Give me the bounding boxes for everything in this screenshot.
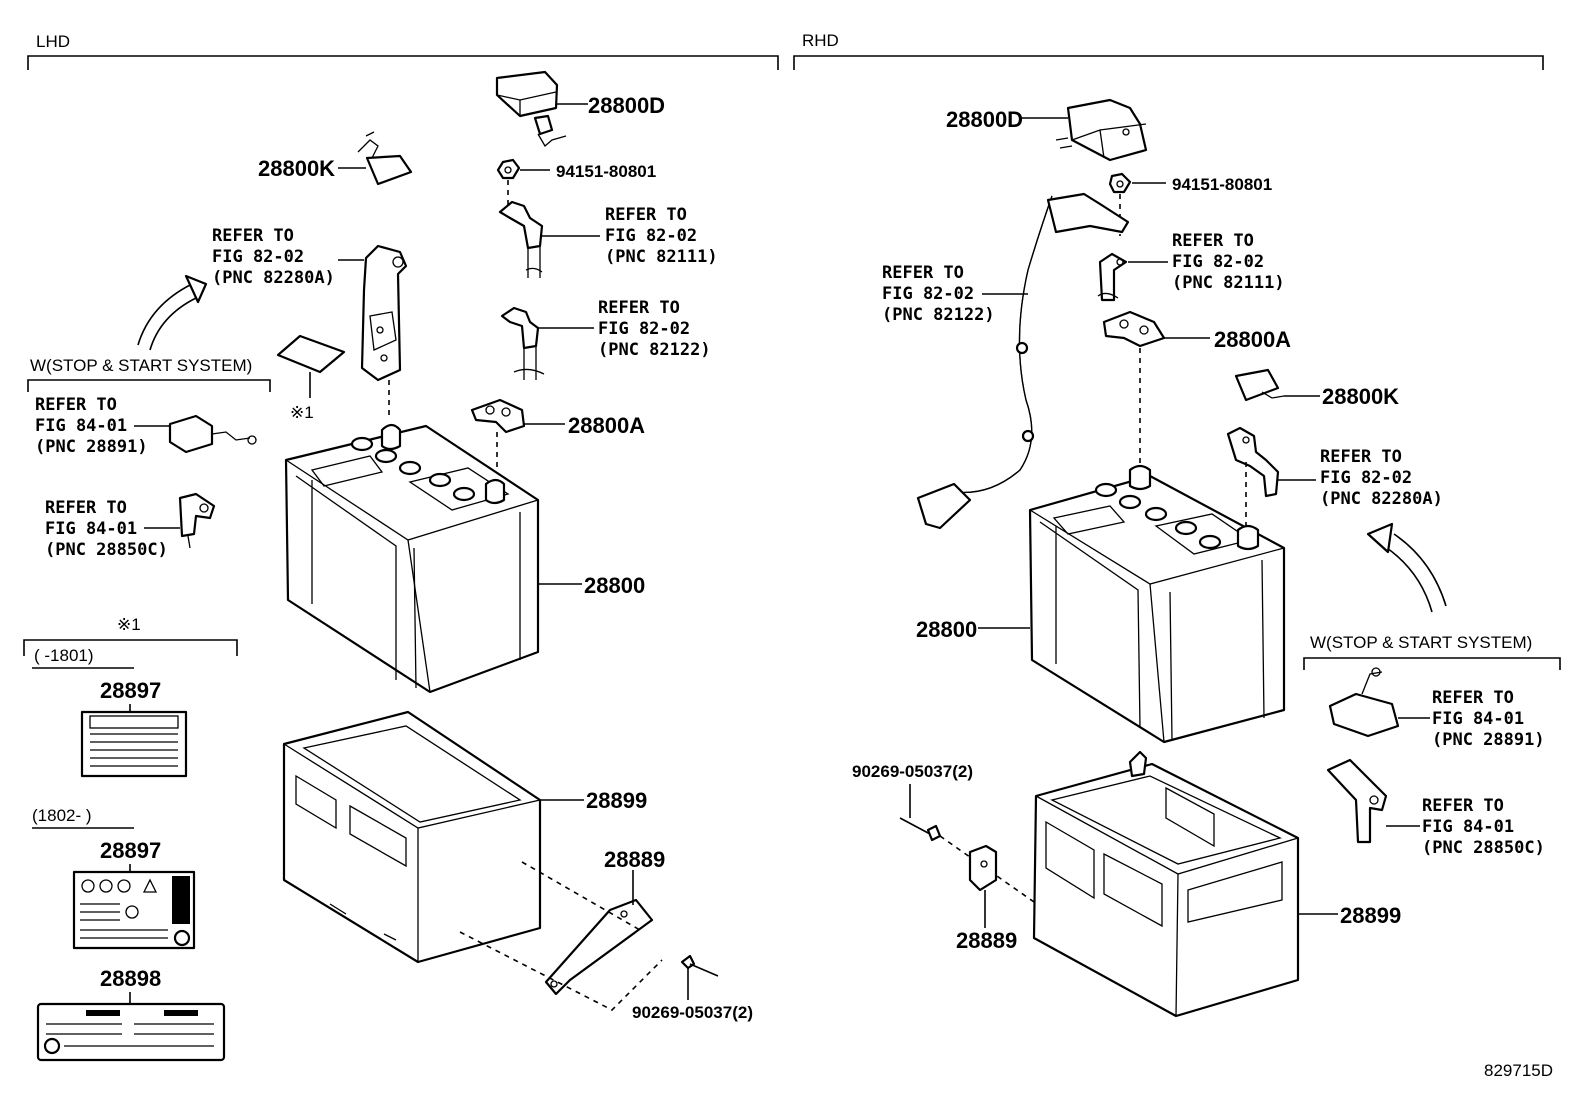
lhd-ref-82122: REFER TO FIG 82-02 (PNC 82122) — [598, 298, 711, 360]
lhd-bolt[interactable] — [680, 954, 719, 977]
rhd-cable-82122[interactable] — [916, 192, 1130, 530]
rhd-ref-82111: REFER TO FIG 82-02 (PNC 82111) — [1172, 231, 1285, 293]
rhd-stopstart-label: W(STOP & START SYSTEM) — [1310, 633, 1532, 652]
lhd-clamp-28800A[interactable] — [470, 398, 526, 434]
lhd-sensor-28850C[interactable] — [178, 492, 216, 549]
rhd-label-28899: 28899 — [1340, 903, 1401, 928]
rhd-terminal-82111[interactable] — [1097, 252, 1128, 302]
lhd-label-28800K: 28800K — [258, 156, 335, 181]
rhd-bolt[interactable] — [899, 817, 942, 842]
rhd-nut[interactable] — [1108, 172, 1132, 194]
lhd-label-28889: 28889 — [604, 847, 665, 872]
lhd-stopstart-bracket: W(STOP & START SYSTEM) — [27, 356, 271, 392]
rhd-sensor-28800K[interactable] — [1234, 368, 1285, 402]
lhd-sensor-28891[interactable] — [168, 414, 257, 454]
rhd-label-28889: 28889 — [956, 928, 1017, 953]
rhd-clamp-28800A[interactable] — [1102, 310, 1166, 348]
lhd-ref-82111: REFER TO FIG 82-02 (PNC 82111) — [605, 205, 718, 267]
rhd-label-28800D: 28800D — [946, 107, 1023, 132]
lhd-ref-82280A: REFER TO FIG 82-02 (PNC 82280A) — [212, 226, 335, 288]
lhd-label-28800D: 28800D — [588, 93, 665, 118]
lhd-terminal-82122[interactable] — [500, 306, 545, 380]
lhd-harness-82280A[interactable] — [360, 244, 408, 382]
lhd-label-28800: 28800 — [584, 573, 645, 598]
rhd-label-bolt: 90269-05037(2) — [852, 762, 973, 781]
rhd-battery-28800[interactable] — [1028, 464, 1286, 744]
lhd-cover-28800D[interactable] — [495, 70, 567, 148]
lhd-label-nut: 94151-80801 — [556, 162, 656, 181]
lhd-title: LHD — [36, 32, 70, 51]
rhd-cover-28800D[interactable] — [1055, 98, 1148, 162]
labels-note-mark: ※1 — [117, 615, 141, 634]
lhd-terminal-82111[interactable] — [498, 200, 544, 278]
period-until-1801: ( -1801) — [34, 646, 94, 665]
rhd-section-header: RHD — [793, 31, 1544, 70]
rhd-title: RHD — [802, 31, 839, 50]
lhd-ref-28850C: REFER TO FIG 84-01 (PNC 28850C) — [45, 498, 168, 560]
label-28898: 28898 — [100, 966, 161, 991]
battery-info-label[interactable] — [36, 1002, 226, 1062]
rhd-curved-arrow — [1366, 522, 1447, 613]
lhd-nut[interactable] — [496, 158, 521, 180]
rhd-label-28800: 28800 — [916, 617, 977, 642]
lhd-label-bolt: 90269-05037(2) — [632, 1003, 753, 1022]
lhd-label-28800A: 28800A — [568, 413, 645, 438]
rhd-stopstart-bracket: W(STOP & START SYSTEM) — [1303, 633, 1561, 670]
rhd-ref-28850C: REFER TO FIG 84-01 (PNC 28850C) — [1422, 796, 1545, 858]
rhd-ref-82122: REFER TO FIG 82-02 (PNC 82122) — [882, 263, 995, 325]
rhd-ref-82280A: REFER TO FIG 82-02 (PNC 82280A) — [1320, 447, 1443, 509]
rhd-bracket-28889[interactable] — [968, 844, 998, 892]
lhd-note-mark: ※1 — [290, 403, 314, 422]
lhd-stopstart-label: W(STOP & START SYSTEM) — [30, 356, 252, 375]
period-from-1802: (1802- ) — [32, 806, 92, 825]
lhd-label-sheet[interactable] — [276, 334, 346, 374]
lhd-tray-28899[interactable] — [282, 710, 542, 964]
labels-box: ※1 ( -1801) 28897 (1802- ) 28897 28898 — [23, 615, 238, 1062]
lhd-battery-28800[interactable] — [284, 423, 540, 694]
lhd-label-28899: 28899 — [586, 788, 647, 813]
lhd-curved-arrow — [137, 274, 208, 351]
rhd-ref-28891: REFER TO FIG 84-01 (PNC 28891) — [1432, 688, 1545, 750]
lhd-sensor-28800K[interactable] — [357, 131, 413, 186]
rhd-label-nut: 94151-80801 — [1172, 175, 1272, 194]
label-28897-a: 28897 — [100, 678, 161, 703]
lhd-bracket-28889[interactable] — [544, 898, 654, 996]
rhd-sensor-28850C[interactable] — [1326, 758, 1388, 844]
rhd-label-28800K: 28800K — [1322, 384, 1399, 409]
rhd-sensor-28891[interactable] — [1328, 667, 1400, 738]
rhd-label-28800A: 28800A — [1214, 327, 1291, 352]
label-28897-b: 28897 — [100, 838, 161, 863]
lhd-ref-28891: REFER TO FIG 84-01 (PNC 28891) — [35, 395, 148, 457]
warning-label-new[interactable] — [72, 870, 196, 950]
rhd-harness-82280A[interactable] — [1226, 426, 1280, 498]
figure-id: 829715D — [1484, 1061, 1553, 1080]
rhd-tray-28899[interactable] — [1032, 750, 1300, 1018]
warning-label-old[interactable] — [80, 710, 188, 778]
lhd-section-header: LHD — [27, 32, 779, 70]
